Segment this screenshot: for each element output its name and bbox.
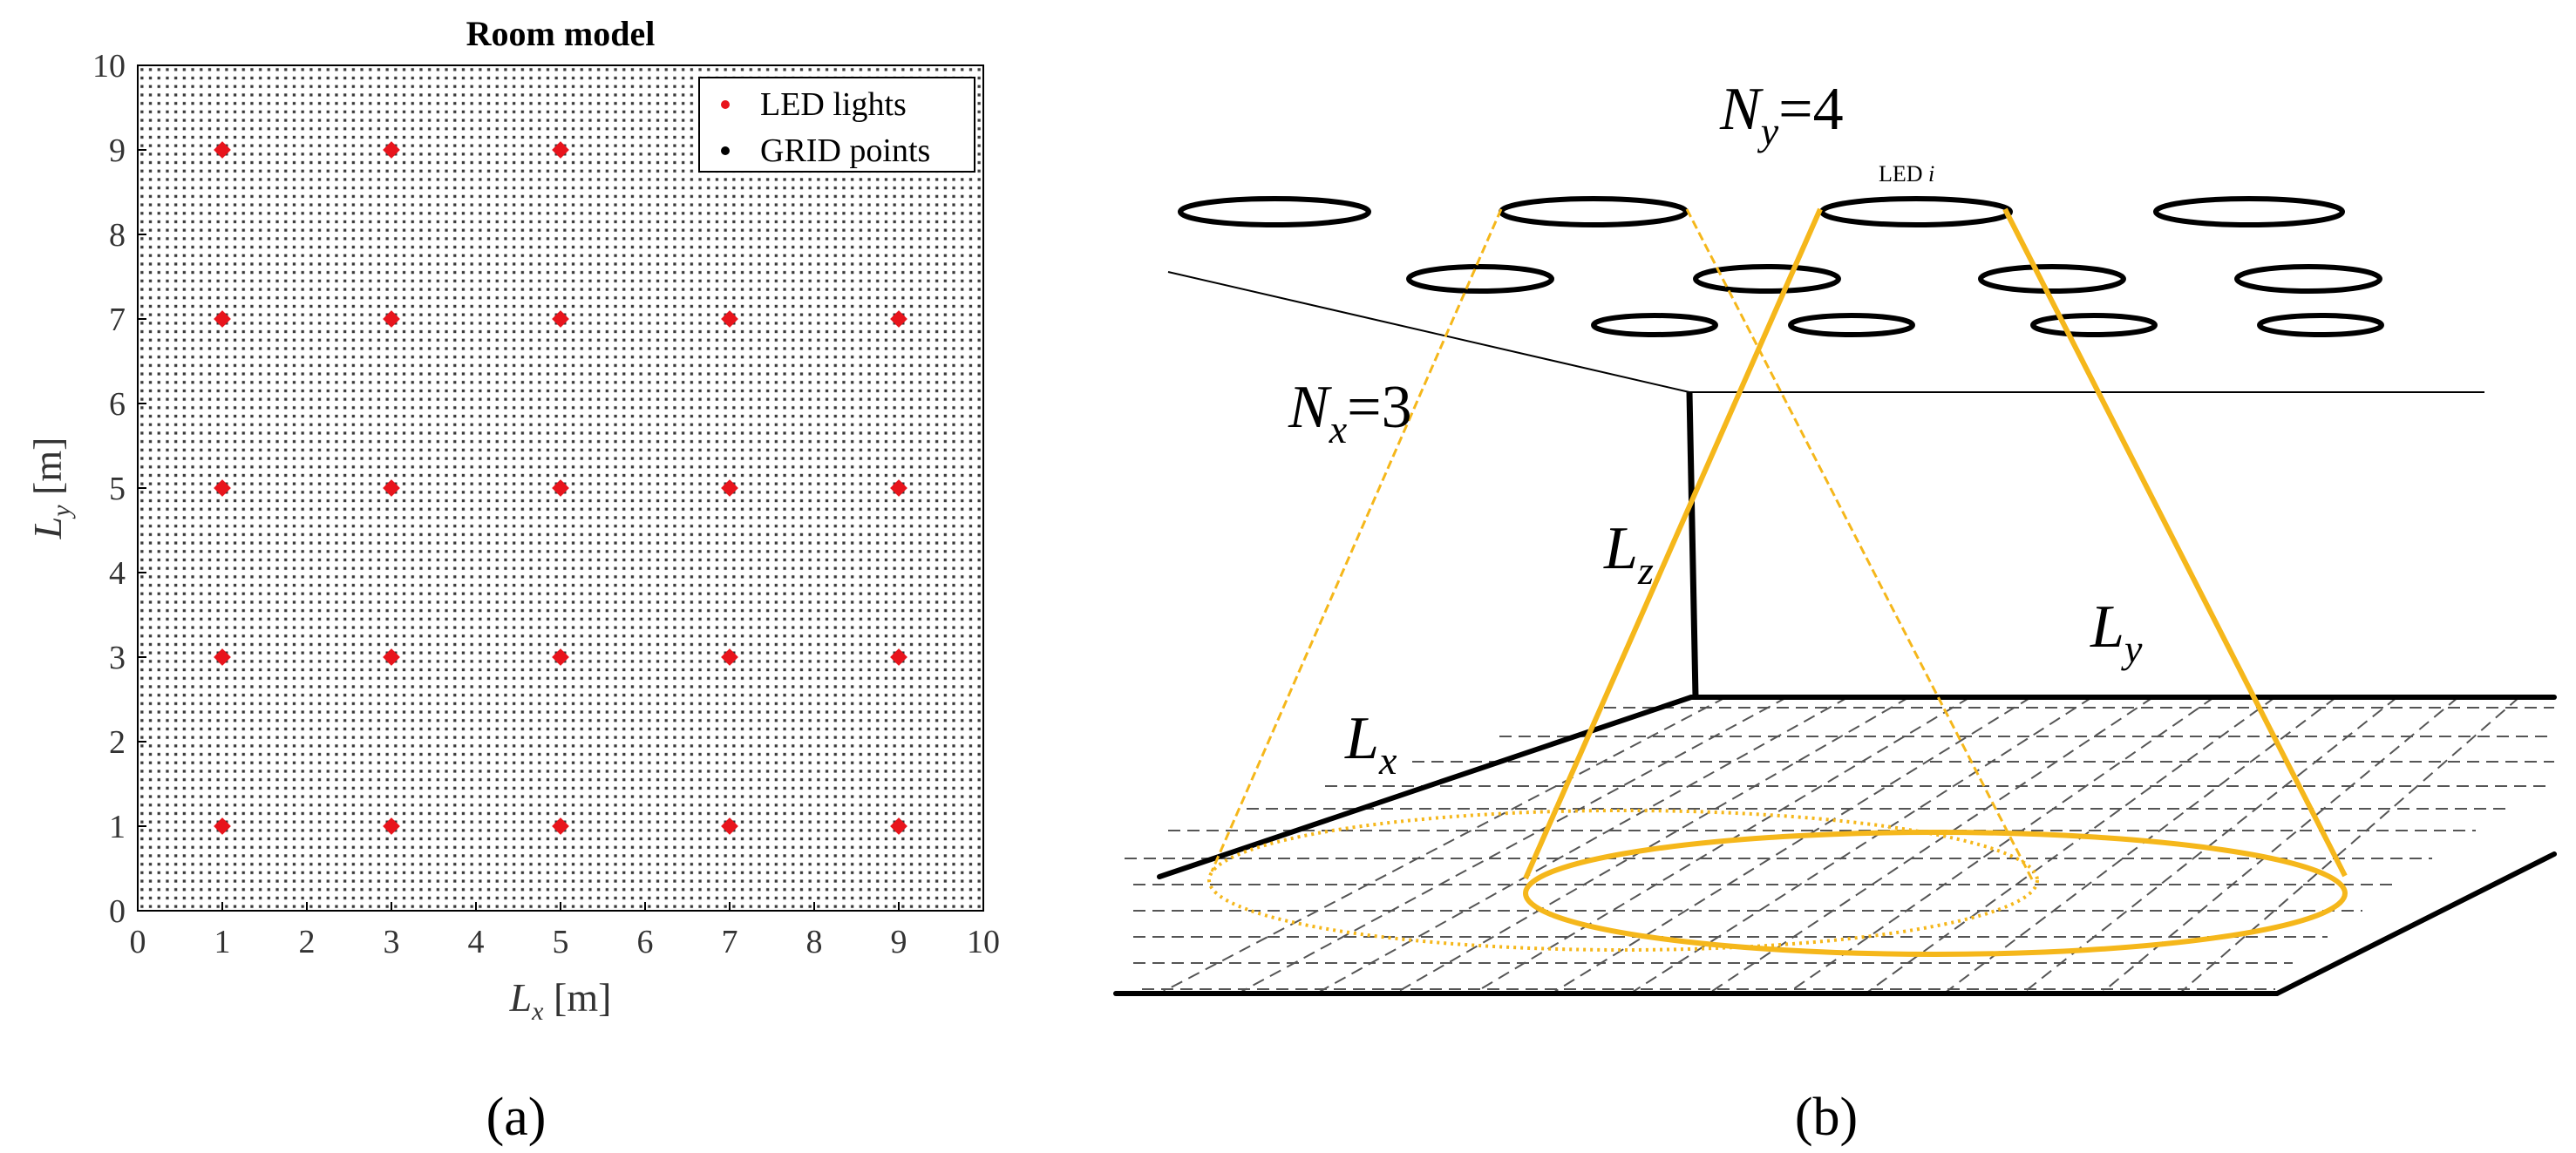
caption-a: (a) (486, 1088, 547, 1147)
led-light-point (552, 479, 569, 497)
led-light-point (383, 479, 400, 497)
led-light-point (890, 648, 907, 666)
led-light-point (721, 817, 738, 835)
axis-ticks (137, 64, 984, 912)
x-tick-label: 2 (299, 924, 316, 960)
label-led-i: LED i (1879, 161, 1934, 187)
light-footprint-solid (1523, 830, 2348, 957)
y-tick-label: 10 (92, 48, 126, 85)
label-ny: Ny=4 (1719, 76, 1844, 153)
legend-label-led-lights: LED lights (760, 86, 907, 123)
led-light-point (214, 141, 231, 159)
y-tick-label: 9 (109, 132, 126, 169)
led-light-point (721, 648, 738, 666)
label-nx: Nx=3 (1288, 374, 1412, 451)
led-light-point (383, 310, 400, 328)
x-tick-label: 9 (891, 924, 907, 960)
chart-title: Room model (466, 14, 656, 53)
led-light (1978, 264, 2126, 294)
y-tick-label: 6 (109, 386, 126, 423)
panel-b-room-schematic: Ny=4 LED i Nx=3 Lz Ly Lx (b) (1113, 76, 2557, 1147)
label-lx: Lx (1344, 705, 1397, 783)
led-light (2153, 196, 2345, 227)
caption-b: (b) (1795, 1088, 1858, 1147)
led-light (2030, 313, 2158, 337)
led-light-point (383, 817, 400, 835)
light-cone-solid (1523, 207, 2348, 880)
led-light (2234, 264, 2382, 294)
light-cone-dashed (1210, 208, 2036, 884)
y-tick-label: 3 (109, 640, 126, 676)
led-light (1406, 264, 1554, 294)
label-ly: Ly (2090, 593, 2143, 671)
axis-tick-labels: 0 1 2 3 4 5 6 7 8 9 10 0 1 2 3 4 5 6 7 8 9 10 (92, 48, 1000, 960)
led-light-point (721, 310, 738, 328)
y-tick-label: 8 (109, 217, 126, 254)
y-axis-label: Ly [m] (25, 437, 76, 540)
legend: LED lights GRID points (698, 77, 975, 173)
led-light-point (721, 479, 738, 497)
led-light-point (214, 310, 231, 328)
led-lights (1178, 196, 2384, 337)
ceiling-edge-line (1167, 271, 1690, 393)
x-tick-label: 10 (967, 924, 1000, 960)
legend-marker-grid-points (721, 146, 730, 155)
led-light-point (552, 310, 569, 328)
led-light (1591, 313, 1718, 337)
led-light (1499, 196, 1689, 227)
y-tick-label: 1 (109, 809, 126, 845)
y-tick-label: 2 (109, 724, 126, 761)
x-axis-label: Lx [m] (509, 975, 612, 1026)
led-light-point (890, 310, 907, 328)
x-tick-label: 5 (553, 924, 569, 960)
label-lz: Lz (1603, 515, 1654, 593)
light-footprint-dotted (1207, 809, 2039, 952)
floor-edges (1113, 695, 2557, 996)
led-light (1693, 264, 1841, 294)
floor-grid (1125, 696, 2554, 994)
led-light (1819, 196, 2013, 227)
led-light-point (383, 141, 400, 159)
x-tick-label: 7 (722, 924, 738, 960)
x-tick-label: 3 (384, 924, 400, 960)
y-tick-label: 4 (109, 555, 126, 592)
x-tick-label: 8 (806, 924, 823, 960)
x-tick-label: 4 (468, 924, 485, 960)
x-tick-label: 6 (637, 924, 654, 960)
room-vertical-edge (1686, 391, 1699, 698)
led-light-point (552, 817, 569, 835)
led-light (2257, 313, 2384, 337)
y-tick-label: 7 (109, 302, 126, 338)
x-tick-label: 1 (214, 924, 231, 960)
led-light (1788, 313, 1915, 337)
led-light-point (552, 648, 569, 666)
led-light (1178, 196, 1371, 227)
led-light-point (890, 479, 907, 497)
y-tick-label: 5 (109, 471, 126, 507)
legend-label-grid-points: GRID points (760, 132, 930, 169)
led-light-point (890, 817, 907, 835)
y-tick-label: 0 (109, 893, 126, 930)
x-tick-label: 0 (130, 924, 146, 960)
legend-marker-led-lights (721, 100, 730, 109)
panel-a-room-model-chart: 0 1 2 3 4 5 6 7 8 9 10 0 1 2 3 4 5 6 7 8 9 10 Room model LED … (25, 14, 1000, 1147)
led-light-point (383, 648, 400, 666)
legend-box (698, 77, 975, 173)
